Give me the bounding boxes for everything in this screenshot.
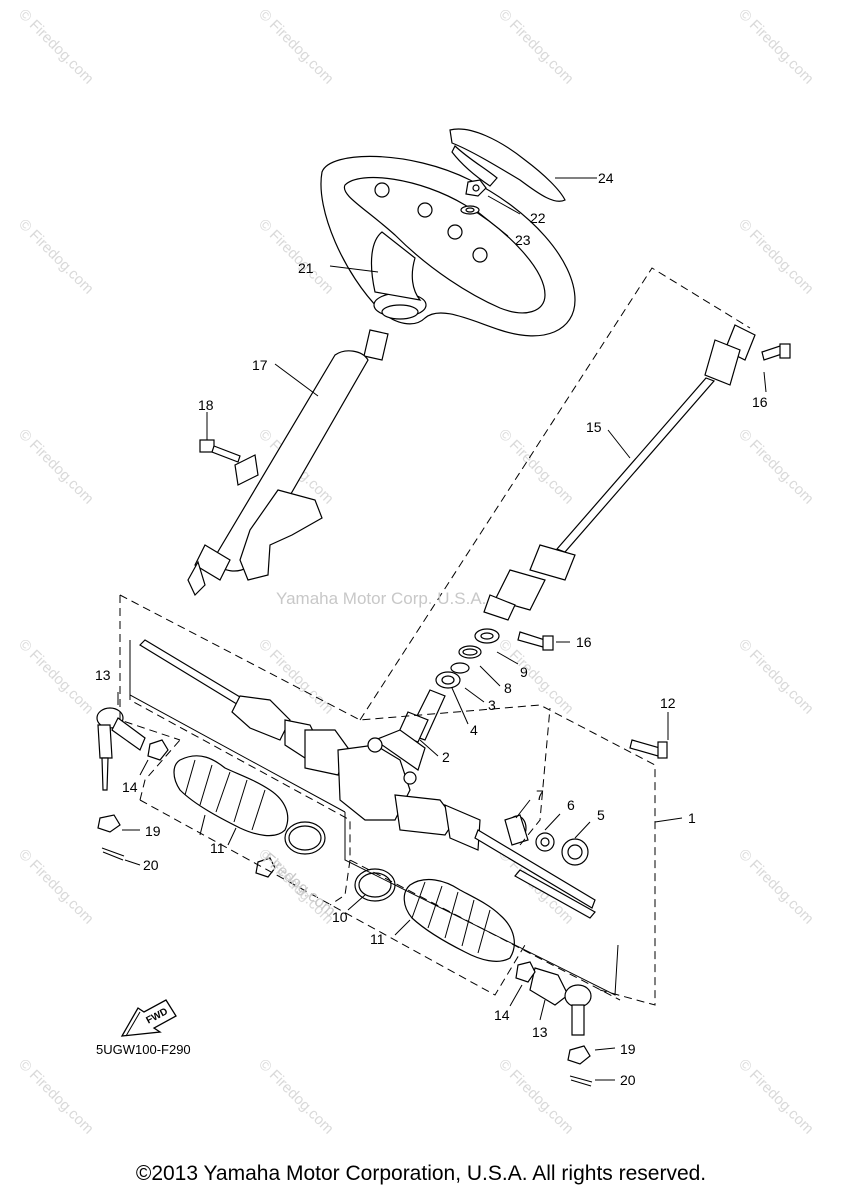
clamp-left <box>284 821 326 855</box>
watermark-tile: © Firedog.com <box>15 636 97 718</box>
circlip-3 <box>450 662 470 674</box>
watermark-diagonal: Firedog.com <box>259 850 338 920</box>
adjuster-5 <box>561 838 589 866</box>
bolt-16-top <box>761 343 791 361</box>
callout-24: 24 <box>598 170 614 186</box>
callout-13-left: 13 <box>95 667 111 683</box>
steering-column <box>187 329 389 597</box>
nut-14-right <box>515 961 536 983</box>
washer-23 <box>460 205 480 215</box>
callout-2: 2 <box>442 749 450 765</box>
rack-outline <box>129 645 619 996</box>
bolt-18 <box>199 439 241 463</box>
callout-9: 9 <box>520 664 528 680</box>
callout-12: 12 <box>660 695 676 711</box>
forward-arrow-icon: FWD <box>120 999 177 1037</box>
watermark-tile: © Firedog.com <box>15 216 97 298</box>
callout-15: 15 <box>586 419 602 435</box>
diagram-code: 5UGW100-F290 <box>96 1042 191 1057</box>
watermark-tile: © Firedog.com <box>15 6 97 88</box>
seal-9 <box>474 628 500 644</box>
callout-21: 21 <box>298 260 314 276</box>
watermark-tile: © Firedog.com <box>735 6 817 88</box>
spring-6 <box>535 832 555 852</box>
callout-22: 22 <box>530 210 546 226</box>
callout-10: 10 <box>332 909 348 925</box>
boot-left <box>173 755 289 837</box>
callout-19-left: 19 <box>145 823 161 839</box>
watermark-tile: © Firedog.com <box>495 6 577 88</box>
tie-rod-end-right <box>529 967 592 1036</box>
callout-17: 17 <box>252 357 268 373</box>
watermark-tile: © Firedog.com <box>255 216 337 298</box>
boot-right <box>403 878 515 962</box>
watermark-tile: © Firedog.com <box>255 6 337 88</box>
callout-16-top: 16 <box>752 394 768 410</box>
watermark-tile: © Firedog.com <box>15 426 97 508</box>
cotter-pin-right <box>569 1075 593 1087</box>
watermark-tile: © Firedog.com <box>495 426 577 508</box>
callout-20-left: 20 <box>143 857 159 873</box>
callout-5: 5 <box>597 807 605 823</box>
callout-11-left: 11 <box>210 840 225 856</box>
bolt-12 <box>629 739 668 759</box>
bolt-16-bottom <box>517 631 554 651</box>
steering-wheel-cover <box>449 128 566 202</box>
callout-14-right: 14 <box>494 1007 510 1023</box>
tie-rod-end-left <box>96 707 146 791</box>
callout-6: 6 <box>567 797 575 813</box>
watermark-tile: © Firedog.com <box>735 216 817 298</box>
watermark-tile: © Firedog.com <box>15 846 97 928</box>
callout-18: 18 <box>198 397 214 413</box>
callout-23: 23 <box>515 232 531 248</box>
callout-8: 8 <box>504 680 512 696</box>
rack-guide-7 <box>504 814 529 846</box>
watermark-tile: © Firedog.com <box>735 636 817 718</box>
snap-ring-8 <box>458 645 482 659</box>
copyright-notice: ©2013 Yamaha Motor Corporation, U.S.A. A… <box>135 1162 707 1185</box>
watermark-tile: © Firedog.com <box>735 846 817 928</box>
callout-7: 7 <box>536 787 544 803</box>
watermark-tile: © Firedog.com <box>735 1056 817 1138</box>
callout-14-left: 14 <box>122 779 138 795</box>
callout-11-right: 11 <box>370 931 385 947</box>
nut-19-right <box>567 1045 591 1065</box>
intermediate-shaft <box>483 324 756 621</box>
watermark-tile: © Firedog.com <box>495 1056 577 1138</box>
nut-22 <box>465 179 487 197</box>
callout-16-bottom: 16 <box>576 634 592 650</box>
watermark-tile: © Firedog.com <box>255 1056 337 1138</box>
steering-wheel <box>320 155 576 337</box>
nut-19-left <box>97 814 121 833</box>
clamp-right <box>354 868 396 902</box>
nut-14-left <box>147 739 169 761</box>
watermark-tile: © Firedog.com <box>735 426 817 508</box>
callout-1: 1 <box>688 810 696 826</box>
callout-13-right: 13 <box>532 1024 548 1040</box>
rack-housing <box>139 639 596 919</box>
callout-20-right: 20 <box>620 1072 636 1088</box>
callout-19-right: 19 <box>620 1041 636 1057</box>
leader-lines <box>117 177 767 1081</box>
watermark-tile: © Firedog.com <box>15 1056 97 1138</box>
cotter-pin-left <box>101 847 125 861</box>
callout-3: 3 <box>488 697 496 713</box>
watermark-center: Yamaha Motor Corp. U.S.A. <box>276 589 487 608</box>
callouts: 24 22 23 21 17 18 15 16 16 9 8 3 4 2 12 … <box>95 170 768 1088</box>
bearing-4 <box>435 671 461 689</box>
callout-4: 4 <box>470 722 478 738</box>
